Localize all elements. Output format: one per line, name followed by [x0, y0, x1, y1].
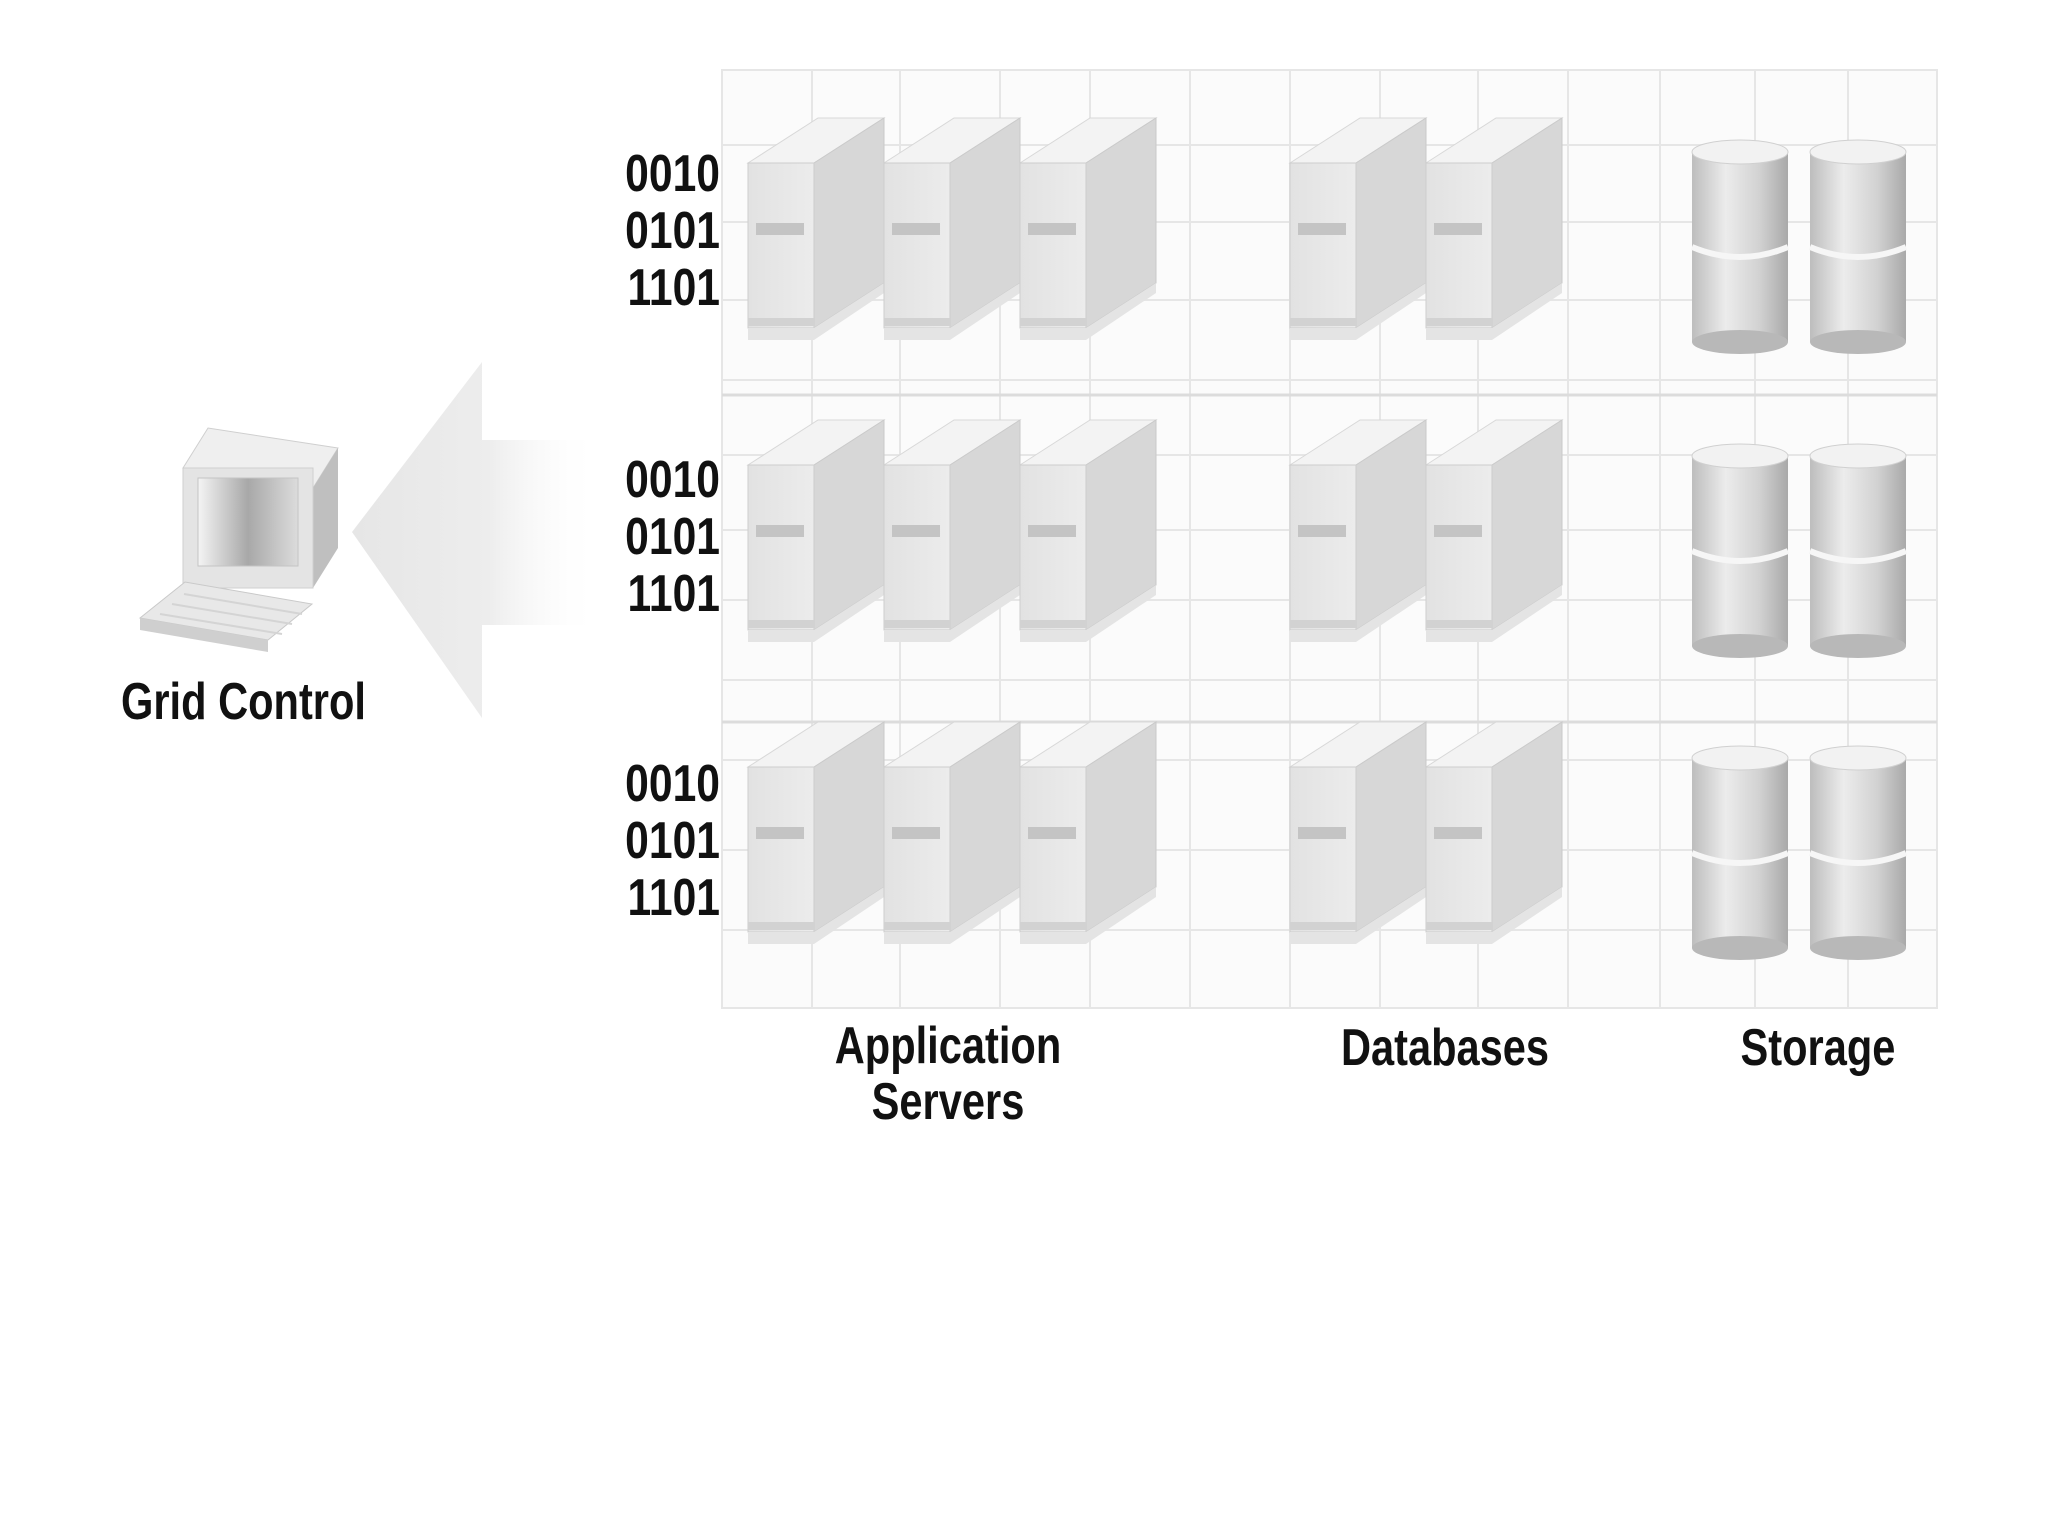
- server-icon: [882, 721, 1022, 944]
- left-arrow-icon: [352, 362, 600, 718]
- server-icon: [1288, 117, 1428, 340]
- code-line: 0010: [625, 145, 720, 203]
- computer-icon: [138, 427, 339, 652]
- server-icon: [882, 419, 1022, 642]
- storage-drum-icon: [1690, 745, 1790, 960]
- storage-layer: [1690, 139, 1908, 960]
- code-line: 1101: [627, 565, 720, 623]
- storage-drum-icon: [1690, 139, 1790, 354]
- server-icon: [746, 419, 886, 642]
- server-icon: [1424, 721, 1564, 944]
- server-icon: [1424, 419, 1564, 642]
- databases-label: Databases: [1340, 1019, 1550, 1077]
- code-line: 1101: [627, 259, 720, 317]
- server-icon: [1018, 419, 1158, 642]
- storage-label: Storage: [1740, 1019, 1896, 1077]
- storage-drum-icon: [1808, 139, 1908, 354]
- server-icon: [1018, 117, 1158, 340]
- binary-code-row-3: 0010 0101 1101: [622, 756, 720, 927]
- code-line: 0010: [625, 755, 720, 813]
- code-line: 1101: [627, 869, 720, 927]
- server-icon: [1288, 721, 1428, 944]
- code-line: 0101: [625, 202, 720, 260]
- code-line: 0101: [625, 508, 720, 566]
- code-line: 0101: [625, 812, 720, 870]
- binary-code-row-1: 0010 0101 1101: [622, 146, 720, 317]
- server-icon: [1288, 419, 1428, 642]
- storage-drum-icon: [1808, 745, 1908, 960]
- server-icon: [1424, 117, 1564, 340]
- server-icon: [1018, 721, 1158, 944]
- servers-layer: [746, 117, 1564, 944]
- server-icon: [882, 117, 1022, 340]
- storage-drum-icon: [1808, 443, 1908, 658]
- server-icon: [746, 117, 886, 340]
- grid-control-label: Grid Control: [121, 673, 366, 731]
- app-servers-label-line2: Servers: [871, 1073, 1025, 1131]
- server-icon: [746, 721, 886, 944]
- storage-drum-icon: [1690, 443, 1790, 658]
- app-servers-label: Application Servers: [778, 1018, 1118, 1130]
- code-line: 0010: [625, 451, 720, 509]
- binary-code-row-2: 0010 0101 1101: [622, 452, 720, 623]
- app-servers-label-line1: Application: [834, 1017, 1062, 1075]
